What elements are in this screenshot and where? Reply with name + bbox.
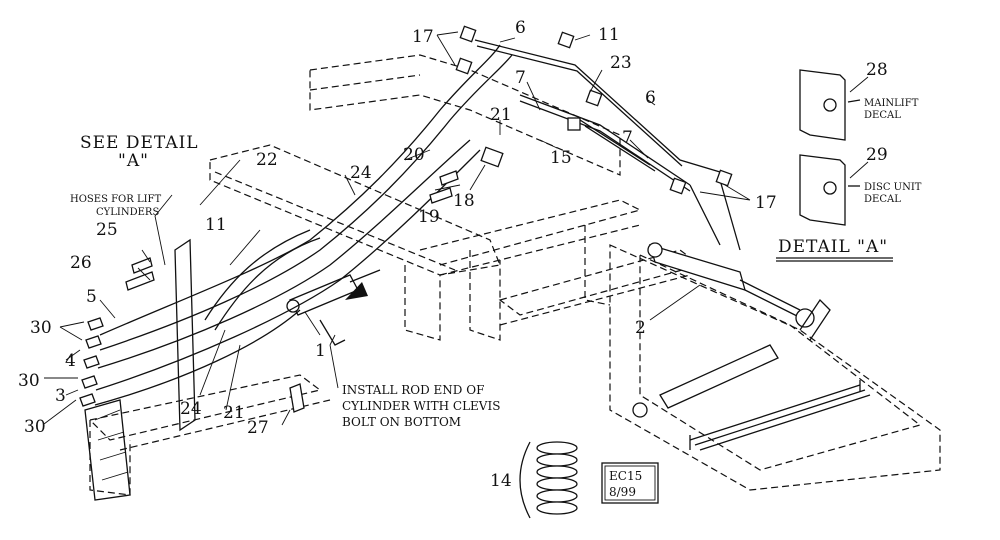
callout-27: 27 [247,418,269,438]
disc-decal-line2: DECAL [864,194,901,205]
callout-2: 2 [635,318,646,338]
callout-6-right: 6 [645,88,656,108]
callout-1: 1 [315,341,326,361]
callout-17-right: 17 [755,193,777,213]
callout-4: 4 [65,351,76,371]
install-note-line1: INSTALL ROD END OF [342,383,484,397]
decal-bracket-disc [799,154,860,226]
spring-stack [519,441,578,519]
callout-numbers: 17 6 11 23 7 21 15 6 7 20 22 24 17 19 18… [18,18,888,491]
callout-19: 19 [418,207,440,227]
callout-29: 29 [866,145,888,165]
disc-decal-line1: DISC UNIT [864,182,922,193]
callout-14: 14 [490,471,512,491]
callout-30-b: 30 [18,371,40,391]
callout-18: 18 [453,191,475,211]
mainlift-decal-line2: DECAL [864,110,901,121]
callout-7-top: 7 [515,68,526,88]
callout-11-top: 11 [598,25,620,45]
lift-cylinder-right [647,242,831,341]
revision-stamp-inner [604,465,656,501]
mainlift-decal-line1: MAINLIFT [864,98,919,109]
callout-15: 15 [550,148,572,168]
callout-7-right: 7 [622,128,633,148]
leader-lines [43,31,869,426]
left-post [84,238,196,501]
callout-21-bottom: 21 [223,403,245,423]
hoses-note-line2: CYLINDERS [96,207,159,218]
install-note-line3: BOLT ON BOTTOM [342,415,461,429]
see-detail-note-line2: "A" [118,151,149,171]
decal-bracket-mainlift [799,69,861,141]
notes: SEE DETAIL "A" HOSES FOR LIFT CYLINDERS … [70,98,922,499]
callout-5: 5 [86,287,97,307]
hoses-note-line1: HOSES FOR LIFT [70,194,161,205]
callout-25: 25 [96,220,118,240]
callout-30-c: 30 [24,417,46,437]
install-note-line2: CYLINDER WITH CLEVIS [342,399,500,413]
revision-stamp-box [601,462,659,504]
callout-24-bottom: 24 [180,399,202,419]
detail-title-underline [776,257,893,262]
detail-a-title: DETAIL "A" [778,237,888,257]
hydraulic-hoses [94,39,741,406]
callout-21-top: 21 [490,105,512,125]
see-detail-note-line1: SEE DETAIL [80,133,199,153]
callout-26: 26 [70,253,92,273]
callout-28: 28 [866,60,888,80]
callout-3: 3 [55,386,66,406]
depth-cylinder [632,344,871,451]
callout-17-top: 17 [412,27,434,47]
callout-23: 23 [610,53,632,73]
callout-24-top: 24 [350,163,372,183]
callout-6-top: 6 [515,18,526,38]
clip-part [289,383,305,413]
lift-cylinder-left [286,269,381,346]
revision-stamp-line2: 8/99 [609,485,636,499]
callout-30-a: 30 [30,318,52,338]
callout-20: 20 [403,145,425,165]
revision-stamp-line1: EC15 [609,469,642,483]
callout-11-left: 11 [205,215,227,235]
callout-22: 22 [256,150,278,170]
